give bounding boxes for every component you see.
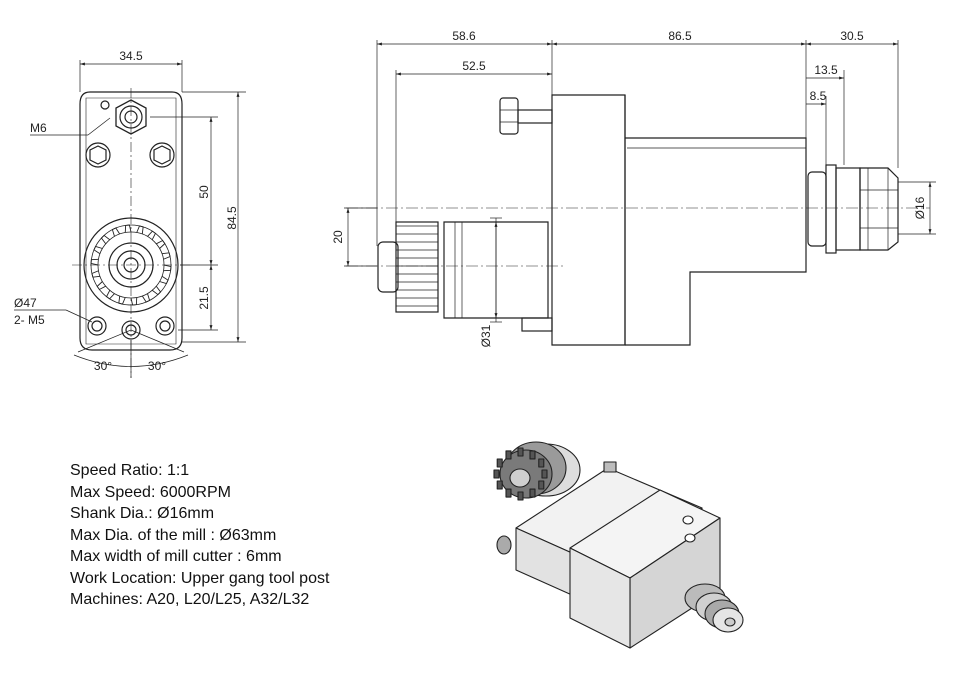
dim-left-overall: 58.6	[452, 29, 476, 43]
side-bolt-top	[499, 97, 553, 135]
side-shaft-assembly	[807, 164, 899, 254]
dim-step-inner: 8.5	[810, 89, 827, 103]
upper-screws	[85, 142, 175, 168]
dim-angle-left: 30°	[94, 359, 112, 373]
dim-height-total: 84.5	[225, 206, 239, 230]
m6-bolt	[100, 99, 147, 135]
spec-max-dia: Max Dia. of the mill : Ø63mm	[70, 526, 277, 544]
front-view	[14, 60, 246, 378]
callout-thread: M6	[30, 121, 47, 135]
dim-height-upper: 50	[197, 185, 211, 199]
dim-offset: 20	[331, 230, 345, 244]
front-body-outline	[79, 91, 183, 351]
dim-gear-dia: Ø31	[479, 324, 493, 347]
dim-height-lower: 21.5	[197, 286, 211, 310]
dim-left-inner: 52.5	[462, 59, 486, 73]
dim-angle-right: 30°	[148, 359, 166, 373]
dim-right: 30.5	[840, 29, 864, 43]
spec-work-location: Work Location: Upper gang tool post	[70, 569, 330, 587]
spec-machines: Machines: A20, L20/L25, A32/L32	[70, 591, 310, 608]
callout-bolt-holes: 2- M5	[14, 313, 45, 327]
spec-list: Speed Ratio: 1:1 Max Speed: 6000RPM Shan…	[70, 460, 329, 611]
dim-shank-dia: Ø16	[913, 196, 927, 219]
spec-max-speed: Max Speed: 6000RPM	[70, 483, 231, 501]
spec-max-width: Max width of mill cutter : 6mm	[70, 548, 282, 565]
side-gear	[377, 221, 439, 313]
spec-speed-ratio: Speed Ratio: 1:1	[70, 462, 190, 479]
side-view	[344, 40, 936, 346]
dim-middle: 86.5	[668, 29, 692, 43]
side-main-block	[551, 94, 626, 346]
dim-width: 34.5	[119, 49, 143, 63]
spec-shank-dia: Shank Dia.: Ø16mm	[70, 505, 215, 522]
isometric-view	[493, 441, 744, 649]
bottom-holes	[87, 316, 175, 340]
dim-step-outer: 13.5	[814, 63, 838, 77]
callout-bolt-circle: Ø47	[14, 296, 37, 310]
